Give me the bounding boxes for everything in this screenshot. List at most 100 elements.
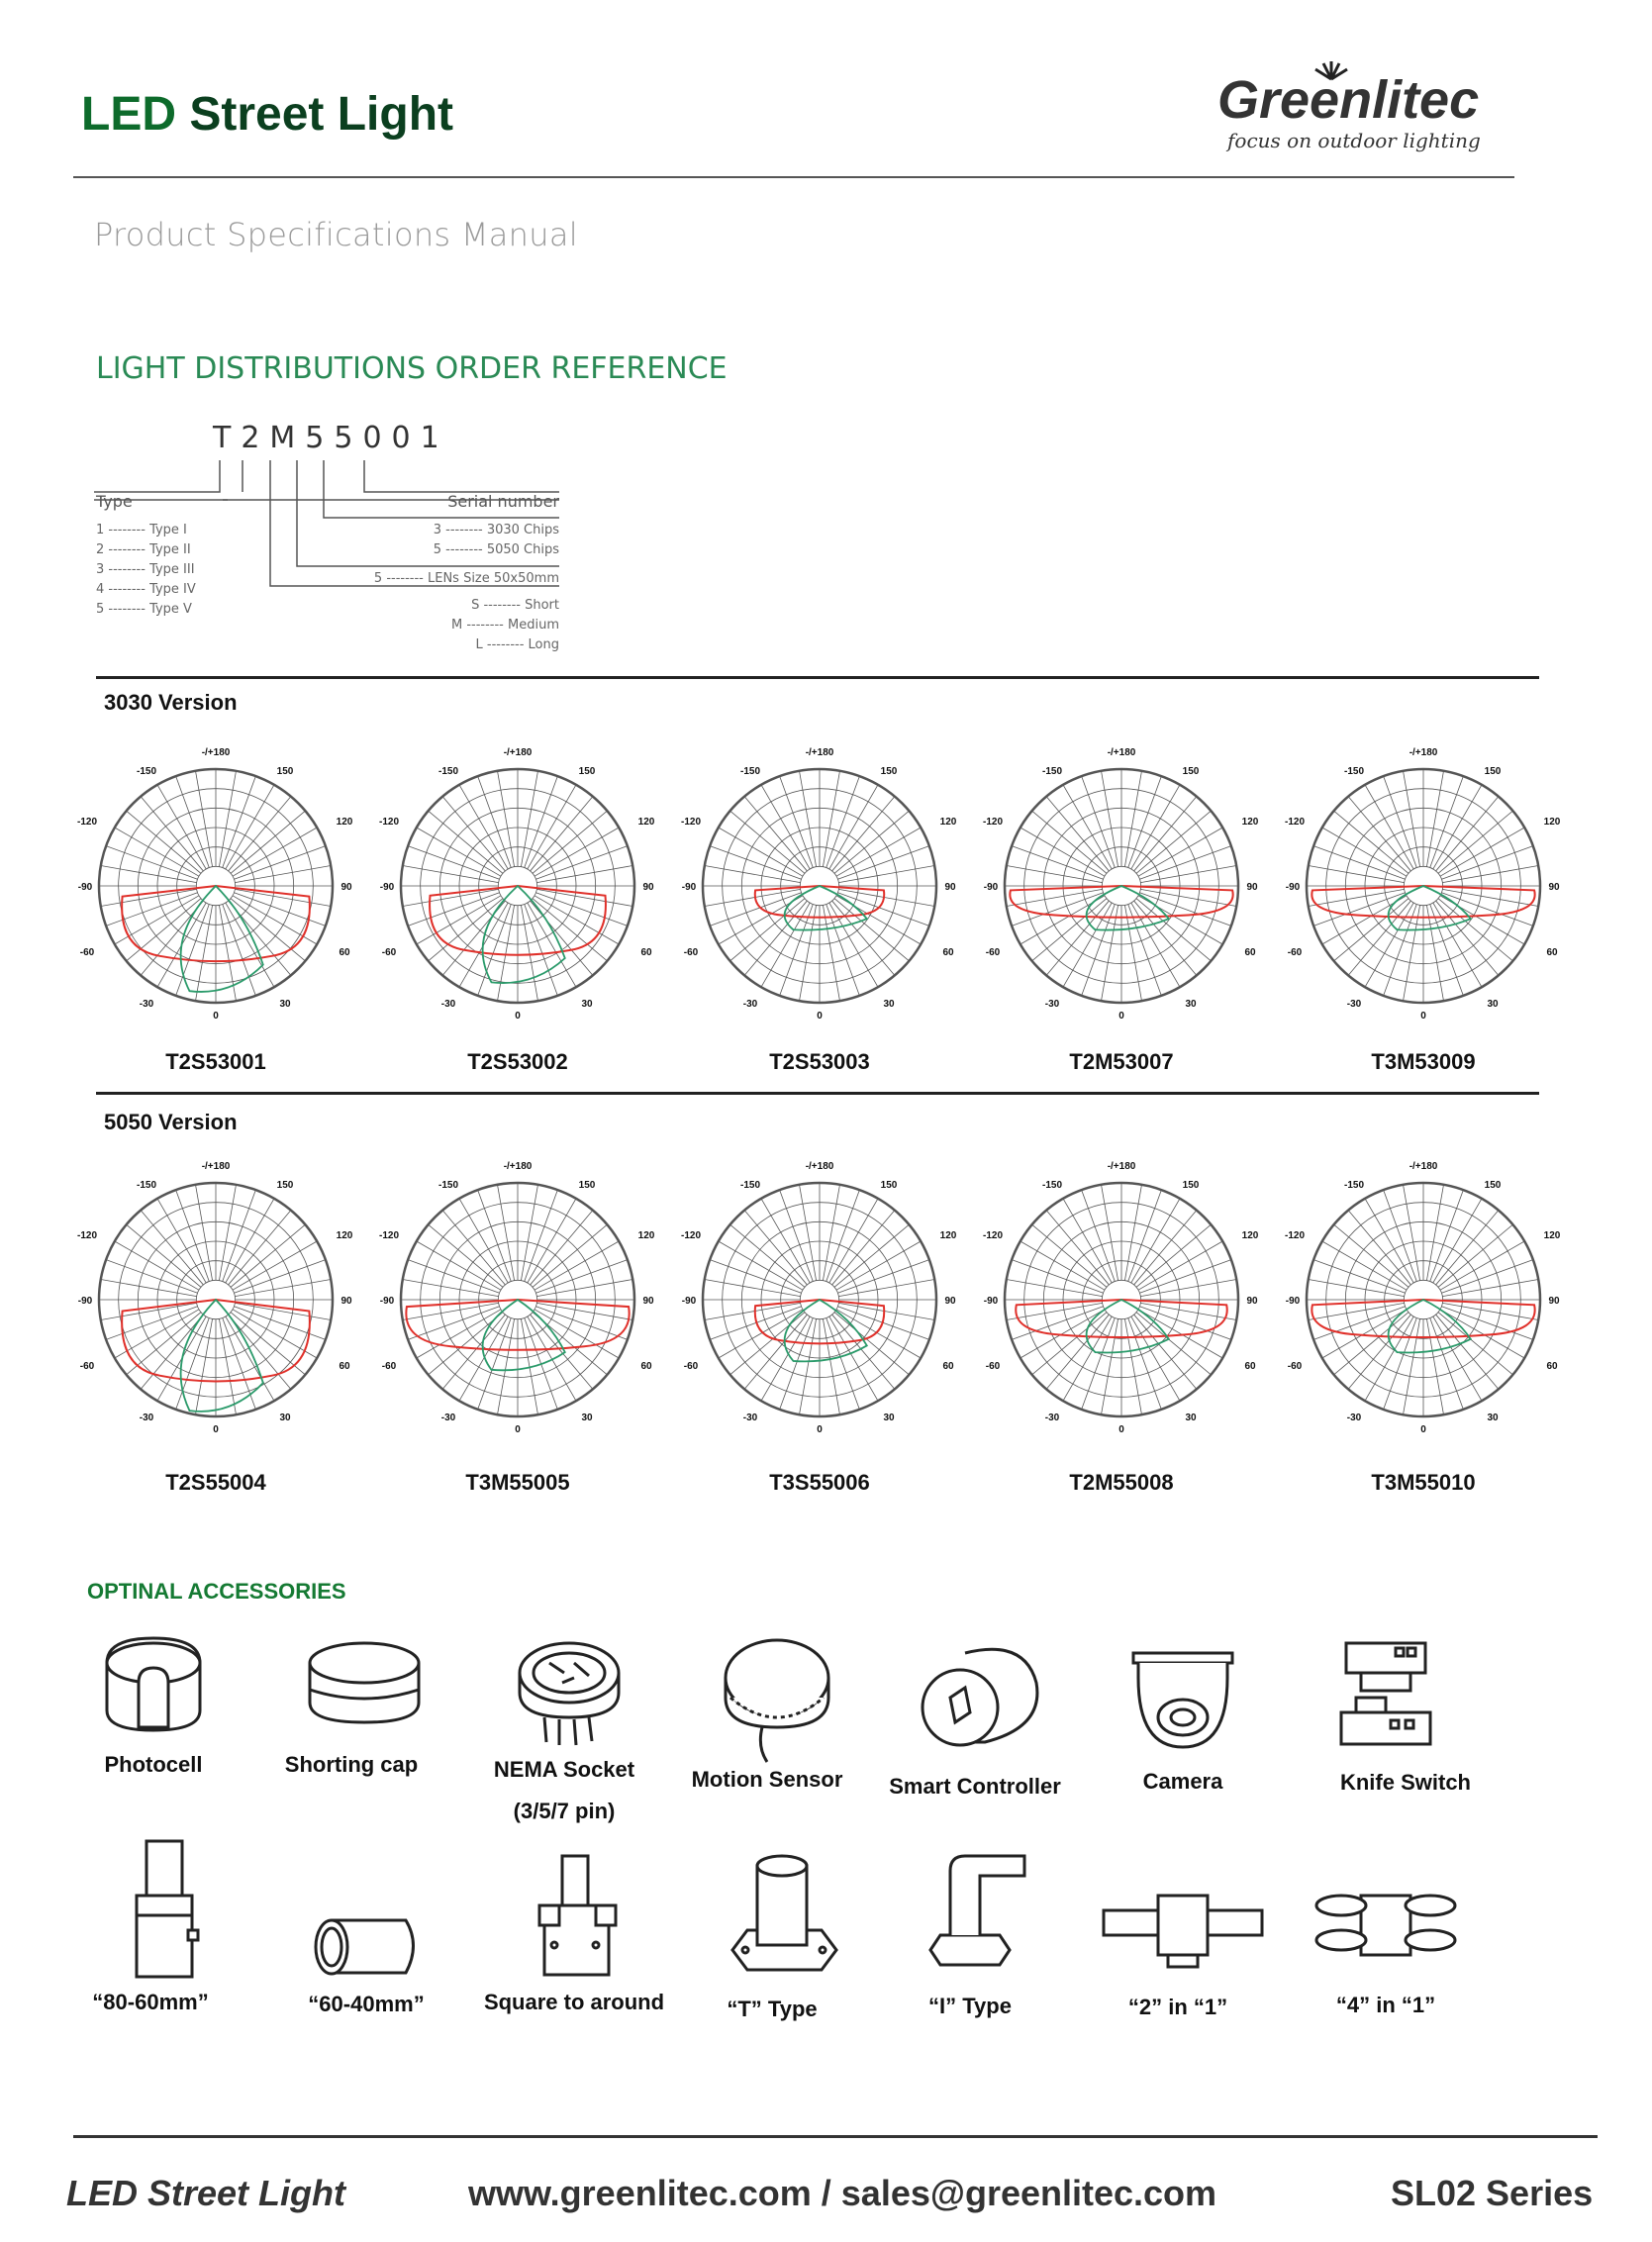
polar-label-0: 0 [515,1424,521,1435]
distribution-curve-green [179,1298,264,1413]
polar-label-150: 150 [881,766,898,777]
diagram-model-label: T3M55005 [465,1470,570,1495]
title-prefix: LED [81,88,176,141]
polar-label-minus-90: -90 [380,882,395,893]
polar-label-top: -/+180 [806,747,834,758]
order-code: T2M55001 [213,421,449,455]
two-in-one-adapter-icon [1102,1894,1264,1969]
polar-label-60: 60 [942,947,954,958]
diagram-model-label: T2M53007 [1069,1049,1174,1074]
polar-label-90: 90 [1246,1296,1258,1307]
polar-label-60: 60 [1244,1361,1256,1372]
polar-label-30: 30 [581,999,593,1010]
footer-series: SL02 Series [1391,2173,1594,2213]
header-divider [73,176,1514,178]
polar-label-minus-120: -120 [379,817,399,828]
polar-label-150: 150 [1183,1180,1200,1191]
photocell-icon [105,1636,202,1732]
polar-label-minus-90: -90 [78,882,93,893]
polar-label-90: 90 [340,1296,352,1307]
polar-label-120: 120 [337,817,353,828]
accessory-60-40-label: “60-40mm” [308,1992,425,2016]
polar-label-minus-150: -150 [1042,766,1062,777]
accessory-square-to-around-label: Square to around [483,1990,665,2014]
accessory-four-in-one-label: “4” in “1” [1335,1993,1436,2017]
polar-label-minus-30: -30 [743,999,758,1010]
type-item: 4 -------- Type IV [96,582,196,597]
version-3030-divider [96,676,1539,679]
distribution-curve-green [783,1298,869,1363]
page-title: LED Street Light [81,87,453,142]
polar-label-150: 150 [277,766,294,777]
polar-label-minus-90: -90 [1286,1296,1301,1307]
accessory-two-in-one-label: “2” in “1” [1127,1995,1228,2019]
diagram-model-label: T2S55004 [165,1470,266,1495]
polar-label-minus-150: -150 [438,1180,458,1191]
accessory-nema-socket-label: NEMA Socket [493,1757,635,1782]
polar-label-minus-60: -60 [80,1361,95,1372]
polar-label-120: 120 [1544,817,1561,828]
square-to-around-icon [537,1854,618,1977]
adapter-60-40-icon [314,1918,415,1976]
polar-label-minus-60: -60 [80,947,95,958]
distribution-curve-red [121,884,311,963]
diagram-model-label: T3M53009 [1371,1049,1476,1074]
polar-label-minus-90: -90 [682,882,697,893]
footer-divider [73,2135,1598,2138]
document-subtitle: Product Specifications Manual [94,216,578,253]
footer-contact: www.greenlitec.com / sales@greenlitec.co… [468,2173,1217,2213]
polar-label-60: 60 [942,1361,954,1372]
polar-label-150: 150 [1485,766,1502,777]
version-5050-label: 5050 Version [104,1110,238,1134]
polar-label-30: 30 [1185,1413,1197,1423]
distribution-curve-red [753,1298,886,1345]
polar-label-60: 60 [640,1361,652,1372]
polar-label-minus-60: -60 [1288,1361,1303,1372]
polar-label-minus-90: -90 [380,1296,395,1307]
polar-label-120: 120 [1242,1230,1259,1241]
polar-label-minus-60: -60 [684,1361,699,1372]
distribution-curve-green [783,885,869,931]
polar-label-minus-120: -120 [77,1230,97,1241]
polar-label-minus-150: -150 [1042,1180,1062,1191]
adapter-80-60-icon [135,1839,200,1979]
type-item: 5 -------- Type V [96,602,192,617]
polar-label-minus-150: -150 [137,766,156,777]
distribution-curve-green [1085,1298,1171,1354]
polar-label-top: -/+180 [504,747,533,758]
diagram-model-label: T2S53002 [467,1049,568,1074]
polar-label-30: 30 [279,1413,291,1423]
polar-label-minus-120: -120 [77,817,97,828]
t-type-adapter-icon [730,1854,838,1972]
polar-label-90: 90 [944,1296,956,1307]
brand-logo: Greenlitec focus on outdoor lighting [1217,59,1505,158]
polar-label-30: 30 [883,1413,895,1423]
accessory-smart-controller-label: Smart Controller [889,1774,1061,1799]
polar-label-90: 90 [340,882,352,893]
i-type-adapter-icon [928,1854,1026,1967]
polar-label-minus-30: -30 [743,1413,758,1423]
polar-label-top: -/+180 [1108,1161,1136,1172]
title-rest: Street Light [189,88,454,141]
polar-label-0: 0 [213,1011,219,1022]
chip-item: 5 -------- 5050 Chips [433,542,559,557]
polar-label-60: 60 [640,947,652,958]
distribution-curve-red [429,884,607,956]
polar-label-30: 30 [279,999,291,1010]
chip-list: 3 -------- 3030 Chips 5 -------- 5050 Ch… [376,523,559,562]
type-item: 3 -------- Type III [96,562,195,577]
accessory-motion-sensor-label: Motion Sensor [691,1767,843,1792]
polar-label-minus-30: -30 [140,1413,154,1423]
four-in-one-adapter-icon [1314,1894,1457,1957]
order-reference-heading: LIGHT DISTRIBUTIONS ORDER REFERENCE [96,351,728,386]
polar-label-0: 0 [1118,1011,1124,1022]
polar-label-0: 0 [817,1011,823,1022]
polar-label-top: -/+180 [806,1161,834,1172]
polar-label-top: -/+180 [504,1161,533,1172]
type-list: 1 -------- Type I 2 -------- Type II 3 -… [96,523,196,622]
polar-label-30: 30 [1487,1413,1499,1423]
